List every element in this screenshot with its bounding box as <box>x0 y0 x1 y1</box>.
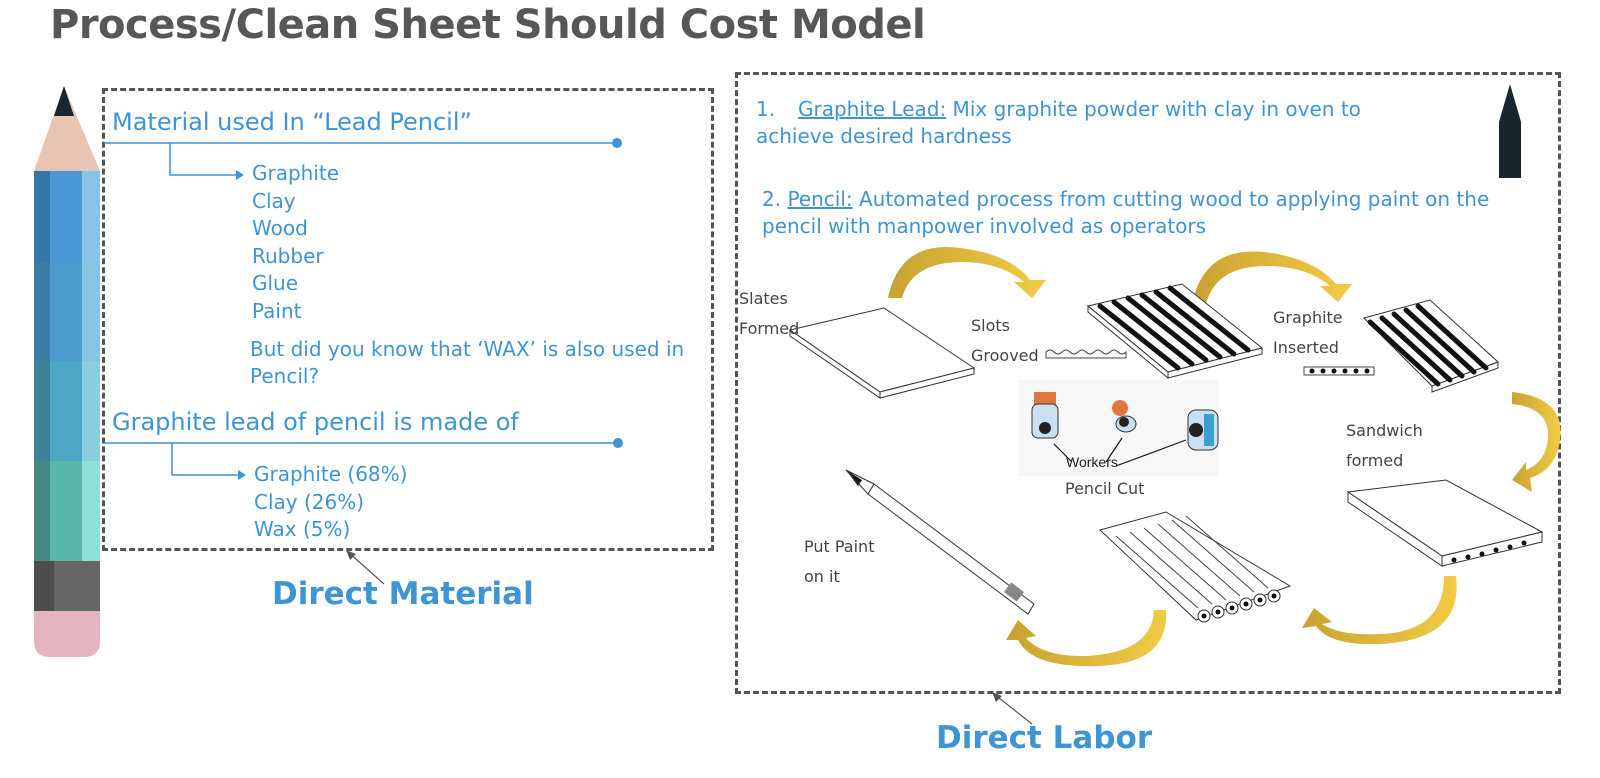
materials-list: Graphite Clay Wood Rubber Glue Paint <box>252 160 339 325</box>
finished-pencil-illustration-icon <box>845 469 1035 615</box>
slate-illustration-icon <box>788 307 976 399</box>
material-item: Wood <box>252 216 308 240</box>
composition-connector <box>104 438 623 480</box>
wax-note: But did you know that ‘WAX’ is also used… <box>250 337 685 388</box>
composition-item: Wax (5%) <box>254 517 351 541</box>
pencil-cut-label: Pencil Cut <box>1065 479 1145 498</box>
process-arrow-icon <box>1006 610 1167 667</box>
process-arrow-icon <box>888 247 1046 298</box>
graphite-lead-icon <box>1499 84 1521 178</box>
material-item: Clay <box>252 188 296 213</box>
composition-item: Graphite (68%) <box>254 462 408 486</box>
direct-labor-label: Direct Labor <box>936 720 1153 756</box>
material-item: Paint <box>252 298 302 323</box>
put-paint-label: Put Paint on it <box>804 532 874 592</box>
graphite-profile-icon <box>1303 366 1375 376</box>
pencil-illustration-icon <box>34 86 100 657</box>
materials-heading: Material used In “Lead Pencil” <box>112 108 472 136</box>
material-item: Glue <box>252 271 299 295</box>
step-2-text: Automated process from cutting wood to a… <box>762 187 1490 238</box>
material-item: Rubber <box>252 243 324 268</box>
process-label-line: Slates <box>739 289 788 308</box>
step-1-graphite-lead: 1. Graphite Lead: Mix graphite powder wit… <box>756 96 1416 150</box>
step-1-number: 1. <box>756 97 776 121</box>
composition-list: Graphite (68%) Clay (26%) Wax (5%) <box>254 461 407 544</box>
process-label-line: Put Paint <box>804 537 875 556</box>
process-arrow-icon <box>1302 576 1457 645</box>
sandwich-formed-label: Sandwich formed <box>1346 416 1423 476</box>
step-1-text: Mix graphite powder with clay in oven to… <box>756 97 1361 148</box>
step-2-title: Pencil: <box>787 187 853 211</box>
cut-pencils-illustration-icon <box>1099 511 1292 623</box>
process-label-line: Grooved <box>971 346 1039 365</box>
process-arrow-icon <box>1192 251 1352 304</box>
materials-connector <box>104 138 622 180</box>
process-label-line: Formed <box>739 319 800 338</box>
slots-grooved-label: Slots Grooved <box>971 311 1039 371</box>
direct-material-box <box>102 88 714 551</box>
direct-material-label: Direct Material <box>272 576 534 612</box>
process-label-line: Inserted <box>1273 338 1339 357</box>
grooved-profile-icon <box>1045 349 1127 359</box>
slotted-slate-illustration-icon <box>1086 283 1264 380</box>
step-2-pencil: 2. Pencil: Automated process from cuttin… <box>762 186 1542 240</box>
process-label-line: formed <box>1346 451 1404 470</box>
graphite-slate-illustration-icon <box>1363 299 1499 393</box>
workers-illustration-icon <box>1031 392 1219 467</box>
process-label-line: Graphite <box>1273 308 1343 327</box>
process-label-line: on it <box>804 567 840 586</box>
step-2-number: 2. <box>762 187 788 211</box>
step-1-title: Graphite Lead: <box>798 97 947 121</box>
process-label-line: Sandwich <box>1346 421 1423 440</box>
graphite-lead-heading: Graphite lead of pencil is made of <box>112 408 519 436</box>
page-title: Process/Clean Sheet Should Cost Model <box>50 2 926 48</box>
direct-labor-pointer <box>992 692 1033 725</box>
composition-item: Clay (26%) <box>254 489 365 514</box>
workers-label: Workers <box>1066 454 1118 470</box>
process-arrow-icon <box>1512 392 1561 492</box>
slates-formed-label: Slates Formed <box>739 284 799 344</box>
direct-material-pointer <box>346 550 385 585</box>
material-item: Graphite <box>252 161 340 185</box>
direct-labor-box <box>735 72 1561 694</box>
sandwich-illustration-icon <box>1346 479 1544 567</box>
process-label-line: Slots <box>971 316 1010 335</box>
graphite-inserted-label: Graphite Inserted <box>1273 303 1343 363</box>
